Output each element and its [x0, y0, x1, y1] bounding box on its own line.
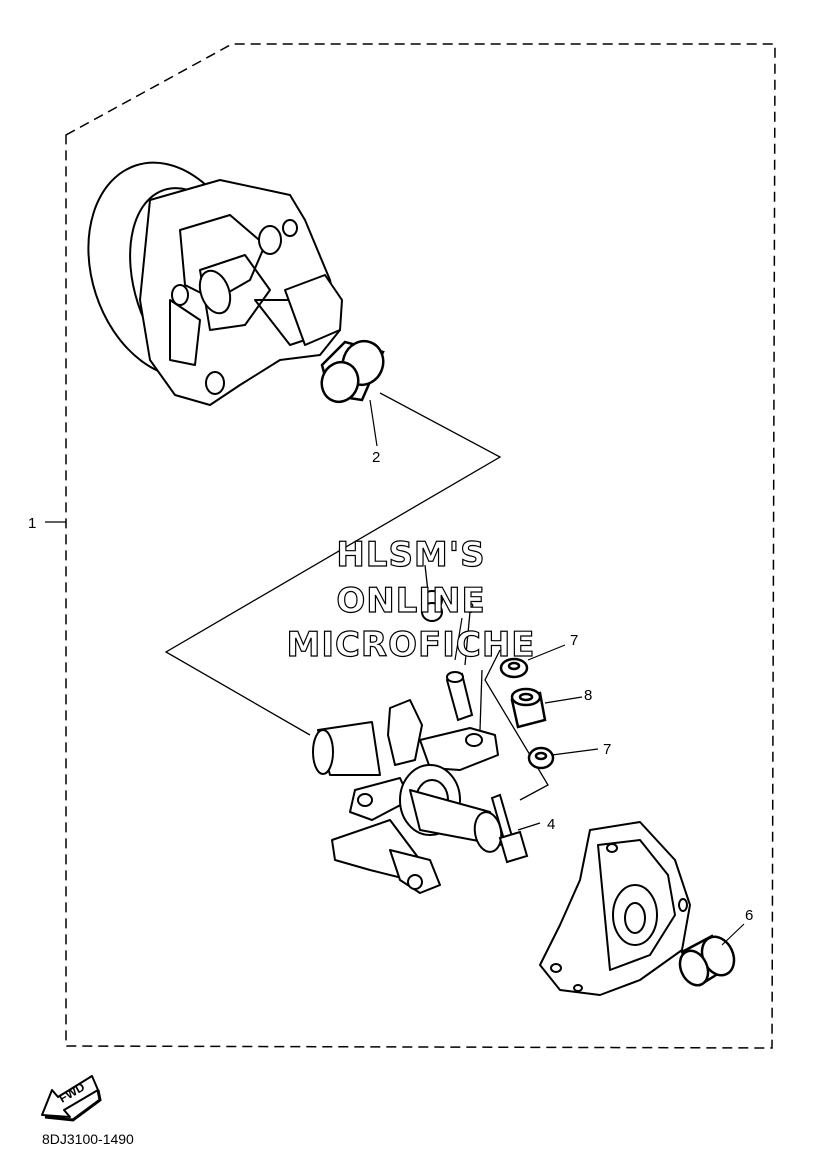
bushing-2	[320, 339, 385, 404]
watermark-line-3: MICROFICHE	[286, 625, 535, 665]
watermark: HLSM'S ONLINE MICROFICHE	[286, 534, 535, 665]
collar-8	[510, 687, 547, 729]
cover-plate	[539, 821, 691, 996]
washer-7-bottom	[527, 746, 555, 770]
leader-3	[454, 617, 463, 661]
part-code: 8DJ3100-1490	[42, 1131, 134, 1147]
leader-7-bottom	[551, 748, 599, 756]
assembly-lines	[164, 392, 549, 801]
callout-4: 4	[547, 816, 555, 833]
callout-3: 3	[466, 600, 474, 617]
bushing-6	[678, 934, 736, 987]
washer-7-top	[499, 657, 529, 679]
callout-2: 2	[372, 449, 380, 466]
callout-6: 6	[745, 907, 753, 924]
watermark-line-2: ONLINE	[336, 581, 485, 621]
fwd-arrow-icon: FWD	[41, 1075, 102, 1122]
bolt-4	[490, 793, 529, 864]
spider-hub	[312, 699, 503, 894]
callout-8: 8	[584, 687, 592, 704]
callout-7-bottom: 7	[603, 741, 611, 758]
leader-4	[517, 822, 541, 831]
clutch-housing	[87, 161, 343, 406]
callout-7-top: 7	[570, 632, 578, 649]
leader-7-top	[527, 644, 566, 661]
leader-8	[544, 696, 583, 704]
leader-6	[721, 923, 745, 946]
leader-2	[369, 399, 378, 447]
watermark-line-1: HLSM'S	[336, 535, 485, 575]
pin-3	[421, 590, 474, 722]
callout-1: 1	[28, 515, 36, 532]
assembly-boundary	[65, 43, 776, 1049]
